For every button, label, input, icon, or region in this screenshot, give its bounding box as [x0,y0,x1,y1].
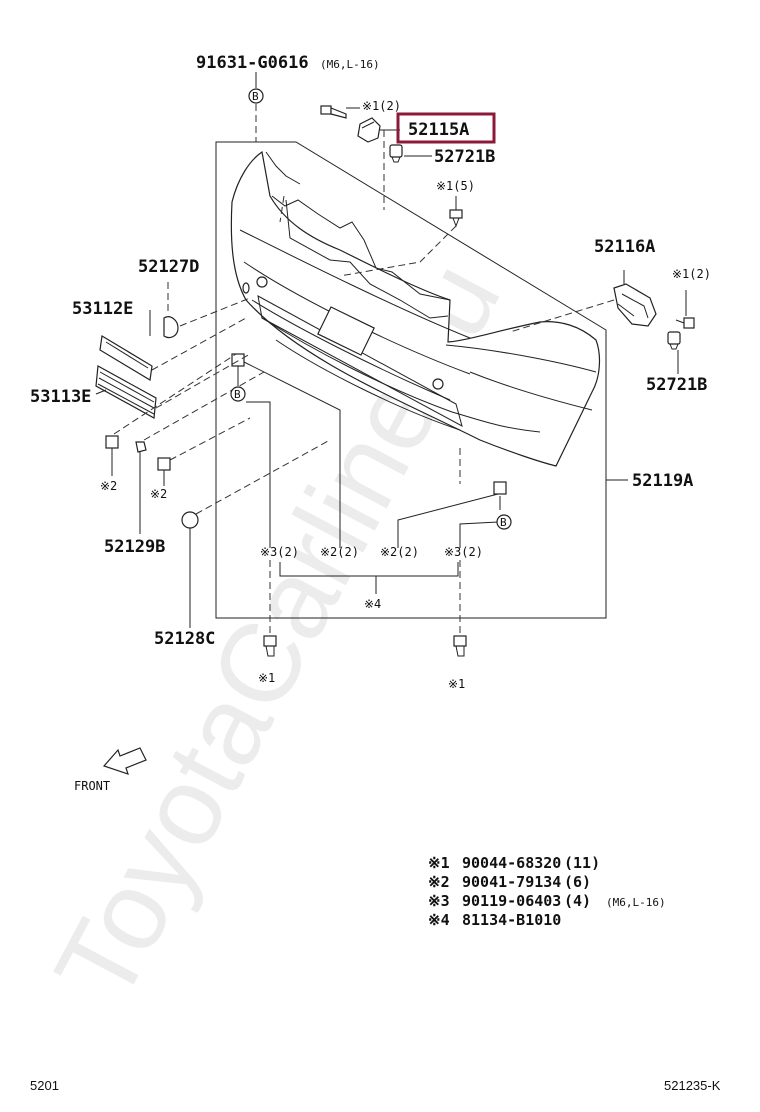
legend-code: 90119-06403 [462,892,561,910]
clip-fastener [675,317,695,329]
legend-code: 81134-B1010 [462,911,561,929]
svg-text:B: B [252,90,259,103]
footer-right: 521235-K [664,1078,721,1093]
clip-fastener [453,635,467,657]
side-bracket-part [613,283,657,327]
callout: ※1 [258,671,275,685]
clip-fastener [263,635,277,657]
part-spec-91631: (M6,L-16) [320,58,380,71]
part-label-52116a: 52116A [594,237,655,257]
part-label-53112e: 53112E [72,299,133,319]
part-label-52129b: 52129B [104,537,165,557]
footer-left: 5201 [30,1078,59,1093]
part-label-91631: 91631-G0616 [196,53,309,73]
callout: ※1(2) [672,267,711,281]
clip-fastener [449,209,463,228]
nut-part [493,481,507,495]
part-label-52721b-top: 52721B [434,147,495,167]
retainer-part [667,331,681,350]
legend-mark: ※4 [428,911,450,929]
callout: ※3(2) [444,545,483,559]
callout: ※2(2) [380,545,419,559]
marker-b: B [248,88,264,104]
marker-b: B [230,386,246,402]
legend-mark: ※2 [428,873,450,891]
callout: ※4 [364,597,381,611]
legend-qty: (11) [564,854,600,872]
clip-fastener [320,105,347,119]
svg-text:B: B [500,516,507,529]
bumper-cover [230,150,601,467]
part-label-52128c: 52128C [154,629,215,649]
legend-qty: (4) [564,892,591,910]
cap-part [163,316,179,339]
highlight-box [396,112,496,144]
cover-part [181,511,199,529]
legend-mark: ※3 [428,892,450,910]
pin-part [135,441,147,453]
legend-mark: ※1 [428,854,450,872]
nut-part [105,435,119,449]
part-label-53113e: 53113E [30,387,91,407]
legend-code: 90044-68320 [462,854,561,872]
callout: ※1 [448,677,465,691]
grille-part [95,365,157,419]
retainer-part [389,144,403,163]
assembly-frame [215,141,607,619]
bracket-part [357,117,381,143]
front-label: FRONT [74,779,110,793]
leader-lines [95,72,687,634]
legend-spec: (M6,L-16) [606,896,666,909]
legend-qty: (6) [564,873,591,891]
part-label-52115a: 52115A [408,120,469,140]
marker-b: B [496,514,512,530]
part-label-52127d: 52127D [138,257,199,277]
front-arrow-icon [102,747,147,775]
svg-text:B: B [234,388,241,401]
callout: ※2 [150,487,167,501]
legend: ※1 90044-68320 (11) ※2 90041-79134 (6) ※… [428,854,666,929]
callout: ※2(2) [320,545,359,559]
callout: ※2 [100,479,117,493]
part-label-52721b-right: 52721B [646,375,707,395]
legend-code: 90041-79134 [462,873,561,891]
part-label-52119a: 52119A [632,471,693,491]
nut-part [157,457,171,471]
callout: ※1(5) [436,179,475,193]
callout: ※3(2) [260,545,299,559]
molding-part [99,335,153,381]
callout: ※1(2) [362,99,401,113]
